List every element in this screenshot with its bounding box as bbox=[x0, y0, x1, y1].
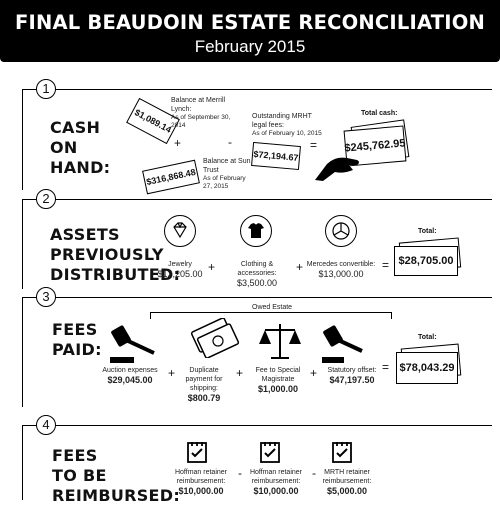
page-subtitle: February 2015 bbox=[194, 37, 306, 56]
mrth-retainer-item: MRTH retainer reimbursement: $5,000.00 bbox=[322, 469, 372, 496]
section-3-rule-left bbox=[22, 297, 23, 407]
mercedes-icon bbox=[325, 215, 357, 247]
section-2-rule-left bbox=[22, 199, 23, 289]
header-banner: FINAL BEAUDOIN ESTATE RECONCILIATION Feb… bbox=[0, 0, 500, 62]
section-2-rule bbox=[22, 199, 492, 200]
minus-sign: - bbox=[312, 466, 316, 480]
clothing-icon bbox=[240, 215, 272, 247]
total-cash-label: Total cash: bbox=[361, 110, 398, 117]
plus-sign: + bbox=[168, 366, 176, 380]
fees-paid-total-card: $78,043.29 bbox=[396, 352, 458, 384]
jewelry-item: Jewelry $12,205.00 bbox=[157, 261, 203, 279]
section-3-heading: FEES PAID: bbox=[52, 320, 102, 359]
checklist-icon bbox=[260, 442, 280, 463]
section-4-rule-left bbox=[22, 425, 23, 500]
sun-trust-card: $316,868.48 bbox=[142, 159, 200, 195]
page-title: FINAL BEAUDOIN ESTATE RECONCILIATION bbox=[14, 11, 485, 34]
sun-trust-label: Balance at Sun Trust As of February 27, … bbox=[203, 158, 251, 190]
minus-sign: - bbox=[238, 466, 242, 480]
equals-sign: = bbox=[382, 258, 390, 272]
clothing-item: Clothing & accessories: $3,500.00 bbox=[236, 261, 278, 288]
legal-fees-label: Outstanding MRHT legal fees: As of Febru… bbox=[252, 113, 322, 137]
plus-sign: + bbox=[310, 366, 318, 380]
section-2-number: 2 bbox=[36, 189, 56, 209]
hoffman-retainer-item: Hoffman retainer reimbursement: $10,000.… bbox=[174, 469, 227, 496]
section-1-heading: CASH ON HAND: bbox=[50, 118, 111, 177]
checklist-icon bbox=[187, 442, 207, 463]
gavel-icon bbox=[110, 325, 155, 363]
section-1-number: 1 bbox=[36, 79, 56, 99]
plus-sign: + bbox=[174, 136, 182, 150]
auction-expenses-item: Auction expenses $29,045.00 bbox=[102, 367, 158, 385]
merrill-lynch-label: Balance at Merrill Lynch: As of Septembe… bbox=[171, 97, 231, 129]
section-4-heading: FEES TO BE REIMBURSED: bbox=[52, 446, 181, 505]
assets-total-label: Total: bbox=[418, 228, 437, 235]
section-1-rule bbox=[22, 89, 492, 90]
plus-sign: + bbox=[236, 366, 244, 380]
section-3-rule bbox=[22, 297, 492, 298]
scales-icon bbox=[259, 324, 301, 359]
owed-estate-label: Owed Estate bbox=[252, 304, 293, 311]
section-4-rule bbox=[22, 425, 492, 426]
hand-icon bbox=[315, 157, 359, 181]
assets-total-card: $28,705.00 bbox=[394, 246, 458, 276]
section-3-number: 3 bbox=[36, 287, 56, 307]
equals-sign: = bbox=[382, 360, 390, 374]
checklist-icon bbox=[332, 442, 352, 463]
statutory-offset-item: Statutory offset: $47,197.50 bbox=[327, 367, 377, 385]
hoffman-retainer-item-2: Hoffman retainer reimbursement: $10,000.… bbox=[249, 469, 302, 496]
section-2-heading: ASSETS PREVIOUSLY DISTRIBUTED: bbox=[50, 225, 181, 284]
mercedes-item: Mercedes convertible: $13,000.00 bbox=[306, 261, 376, 279]
plus-sign: + bbox=[296, 260, 304, 274]
plus-sign: + bbox=[208, 260, 216, 274]
equals-sign: = bbox=[310, 138, 318, 152]
fees-paid-total-label: Total: bbox=[418, 334, 437, 341]
money-icon bbox=[190, 318, 240, 358]
minus-sign: - bbox=[228, 135, 232, 149]
legal-fees-card: $72,194.67 bbox=[251, 141, 301, 171]
magistrate-fee-item: Fee to Special Magistrate $1,000.00 bbox=[255, 367, 301, 394]
shipping-item: Duplicate payment for shipping: $800.79 bbox=[185, 367, 223, 403]
owed-estate-bracket bbox=[150, 312, 392, 319]
section-4-number: 4 bbox=[36, 415, 56, 435]
jewelry-icon bbox=[164, 215, 196, 247]
gavel-icon bbox=[322, 325, 363, 363]
section-1-rule-left bbox=[22, 89, 23, 190]
